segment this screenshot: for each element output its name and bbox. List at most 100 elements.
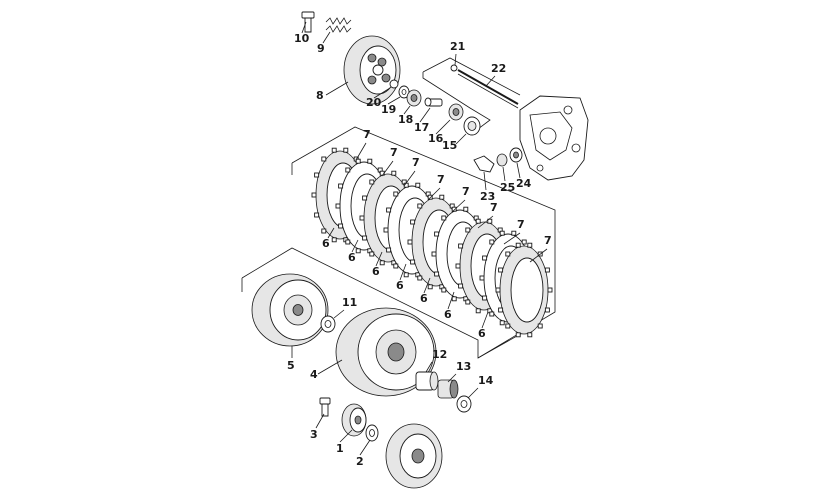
callout-leader-18	[403, 105, 411, 115]
plate-tab	[434, 231, 440, 237]
plate-tab	[475, 218, 481, 224]
plate-tab	[455, 263, 461, 269]
plate-tab	[335, 203, 341, 209]
plate-tab	[343, 147, 349, 153]
plate-tab	[451, 296, 457, 302]
plate-tab	[427, 284, 433, 290]
plate-tab	[544, 307, 550, 313]
plate-tab	[410, 259, 416, 265]
part-16-bushing	[449, 104, 463, 120]
callout-leader-7	[477, 215, 494, 229]
part-5-clutch-hub	[252, 274, 328, 346]
plate-tab	[338, 223, 344, 229]
plate-tab	[505, 251, 511, 257]
plate-tab	[498, 267, 504, 273]
plate-tab	[321, 156, 327, 162]
part-11-washer	[321, 316, 335, 332]
plate-tab	[439, 194, 445, 200]
plate-tab	[355, 158, 361, 164]
plate-tab	[345, 167, 351, 173]
plate-tab	[489, 311, 495, 317]
callout-leader-6	[423, 277, 431, 294]
callout-leader-6	[327, 227, 335, 239]
part-24-bushing	[510, 148, 522, 162]
plate-tab	[431, 251, 437, 257]
callout-leader-6	[481, 311, 489, 329]
callout-leader-7	[451, 199, 466, 213]
clutch-plate-stack	[311, 147, 553, 338]
plate-tab	[369, 251, 375, 257]
callout-leader-10	[301, 21, 307, 34]
plate-tab	[410, 219, 416, 225]
part-20-ball	[390, 80, 398, 88]
plate-tab	[487, 218, 493, 224]
plate-tab	[359, 215, 365, 221]
callout-leader-15	[455, 133, 467, 145]
plate-tab	[383, 227, 389, 233]
pushrod-group-frame	[422, 57, 521, 136]
plate-tab	[547, 287, 553, 293]
part-23-lever	[474, 156, 494, 172]
callout-label-3: 3	[310, 428, 318, 441]
callout-label-15: 15	[442, 139, 457, 152]
callout-label-14: 14	[478, 374, 494, 387]
plate-tab	[527, 332, 533, 338]
callout-leader-16	[435, 119, 451, 135]
callout-label-6: 6	[348, 251, 356, 264]
hub-group-frame	[241, 247, 541, 359]
callout-label-8: 8	[316, 89, 324, 102]
callout-label-20: 20	[366, 96, 382, 109]
callout-leader-23	[483, 171, 487, 191]
callout-leader-24	[516, 162, 521, 179]
part-15-bearing	[464, 117, 480, 135]
plate-tab	[511, 230, 517, 236]
plate-tab	[331, 147, 337, 153]
friction-plate	[495, 242, 553, 338]
plate-tab	[458, 283, 464, 289]
callout-leader-1	[339, 429, 353, 443]
callout-leader-7	[529, 248, 548, 263]
plate-tab	[321, 228, 327, 234]
plate-tab	[415, 182, 421, 188]
callout-label-17: 17	[414, 121, 429, 134]
callout-leader-4	[317, 359, 343, 375]
part-12-spacer	[416, 372, 438, 390]
plate-tab	[362, 195, 368, 201]
plate-tab	[527, 242, 533, 248]
plate-tab	[314, 172, 320, 178]
plate-tab	[314, 212, 320, 218]
callout-label-6: 6	[322, 237, 330, 250]
callout-leader-11	[333, 309, 345, 319]
plate-tab	[537, 323, 543, 329]
callout-label-19: 19	[381, 103, 396, 116]
callout-label-6: 6	[478, 327, 486, 340]
plate-tab	[441, 215, 447, 221]
callout-label-22: 22	[491, 62, 506, 75]
part-3-bolt	[320, 398, 330, 416]
callout-label-4: 4	[310, 368, 318, 381]
callout-label-7: 7	[544, 234, 552, 247]
plate-tab	[465, 227, 471, 233]
plate-tab	[403, 272, 409, 278]
callout-label-2: 2	[356, 455, 364, 468]
callout-label-23: 23	[480, 190, 495, 203]
callout-leader-12	[425, 361, 433, 373]
callout-label-7: 7	[363, 128, 371, 141]
callout-leader-20	[373, 87, 391, 99]
plate-tab	[479, 275, 485, 281]
callout-label-10: 10	[294, 32, 310, 45]
plate-tab	[515, 242, 521, 248]
callout-leader-8	[325, 81, 349, 96]
plate-tab	[451, 206, 457, 212]
callout-leader-3	[315, 413, 325, 429]
plate-tab	[475, 308, 481, 314]
callout-label-7: 7	[437, 173, 445, 186]
plate-tab	[544, 267, 550, 273]
part-21-ball	[451, 65, 457, 71]
callout-label-9: 9	[317, 42, 325, 55]
callout-leader-9	[322, 31, 331, 44]
plate-tab	[362, 235, 368, 241]
callout-label-7: 7	[390, 146, 398, 159]
callout-label-6: 6	[372, 265, 380, 278]
plate-tab	[417, 203, 423, 209]
